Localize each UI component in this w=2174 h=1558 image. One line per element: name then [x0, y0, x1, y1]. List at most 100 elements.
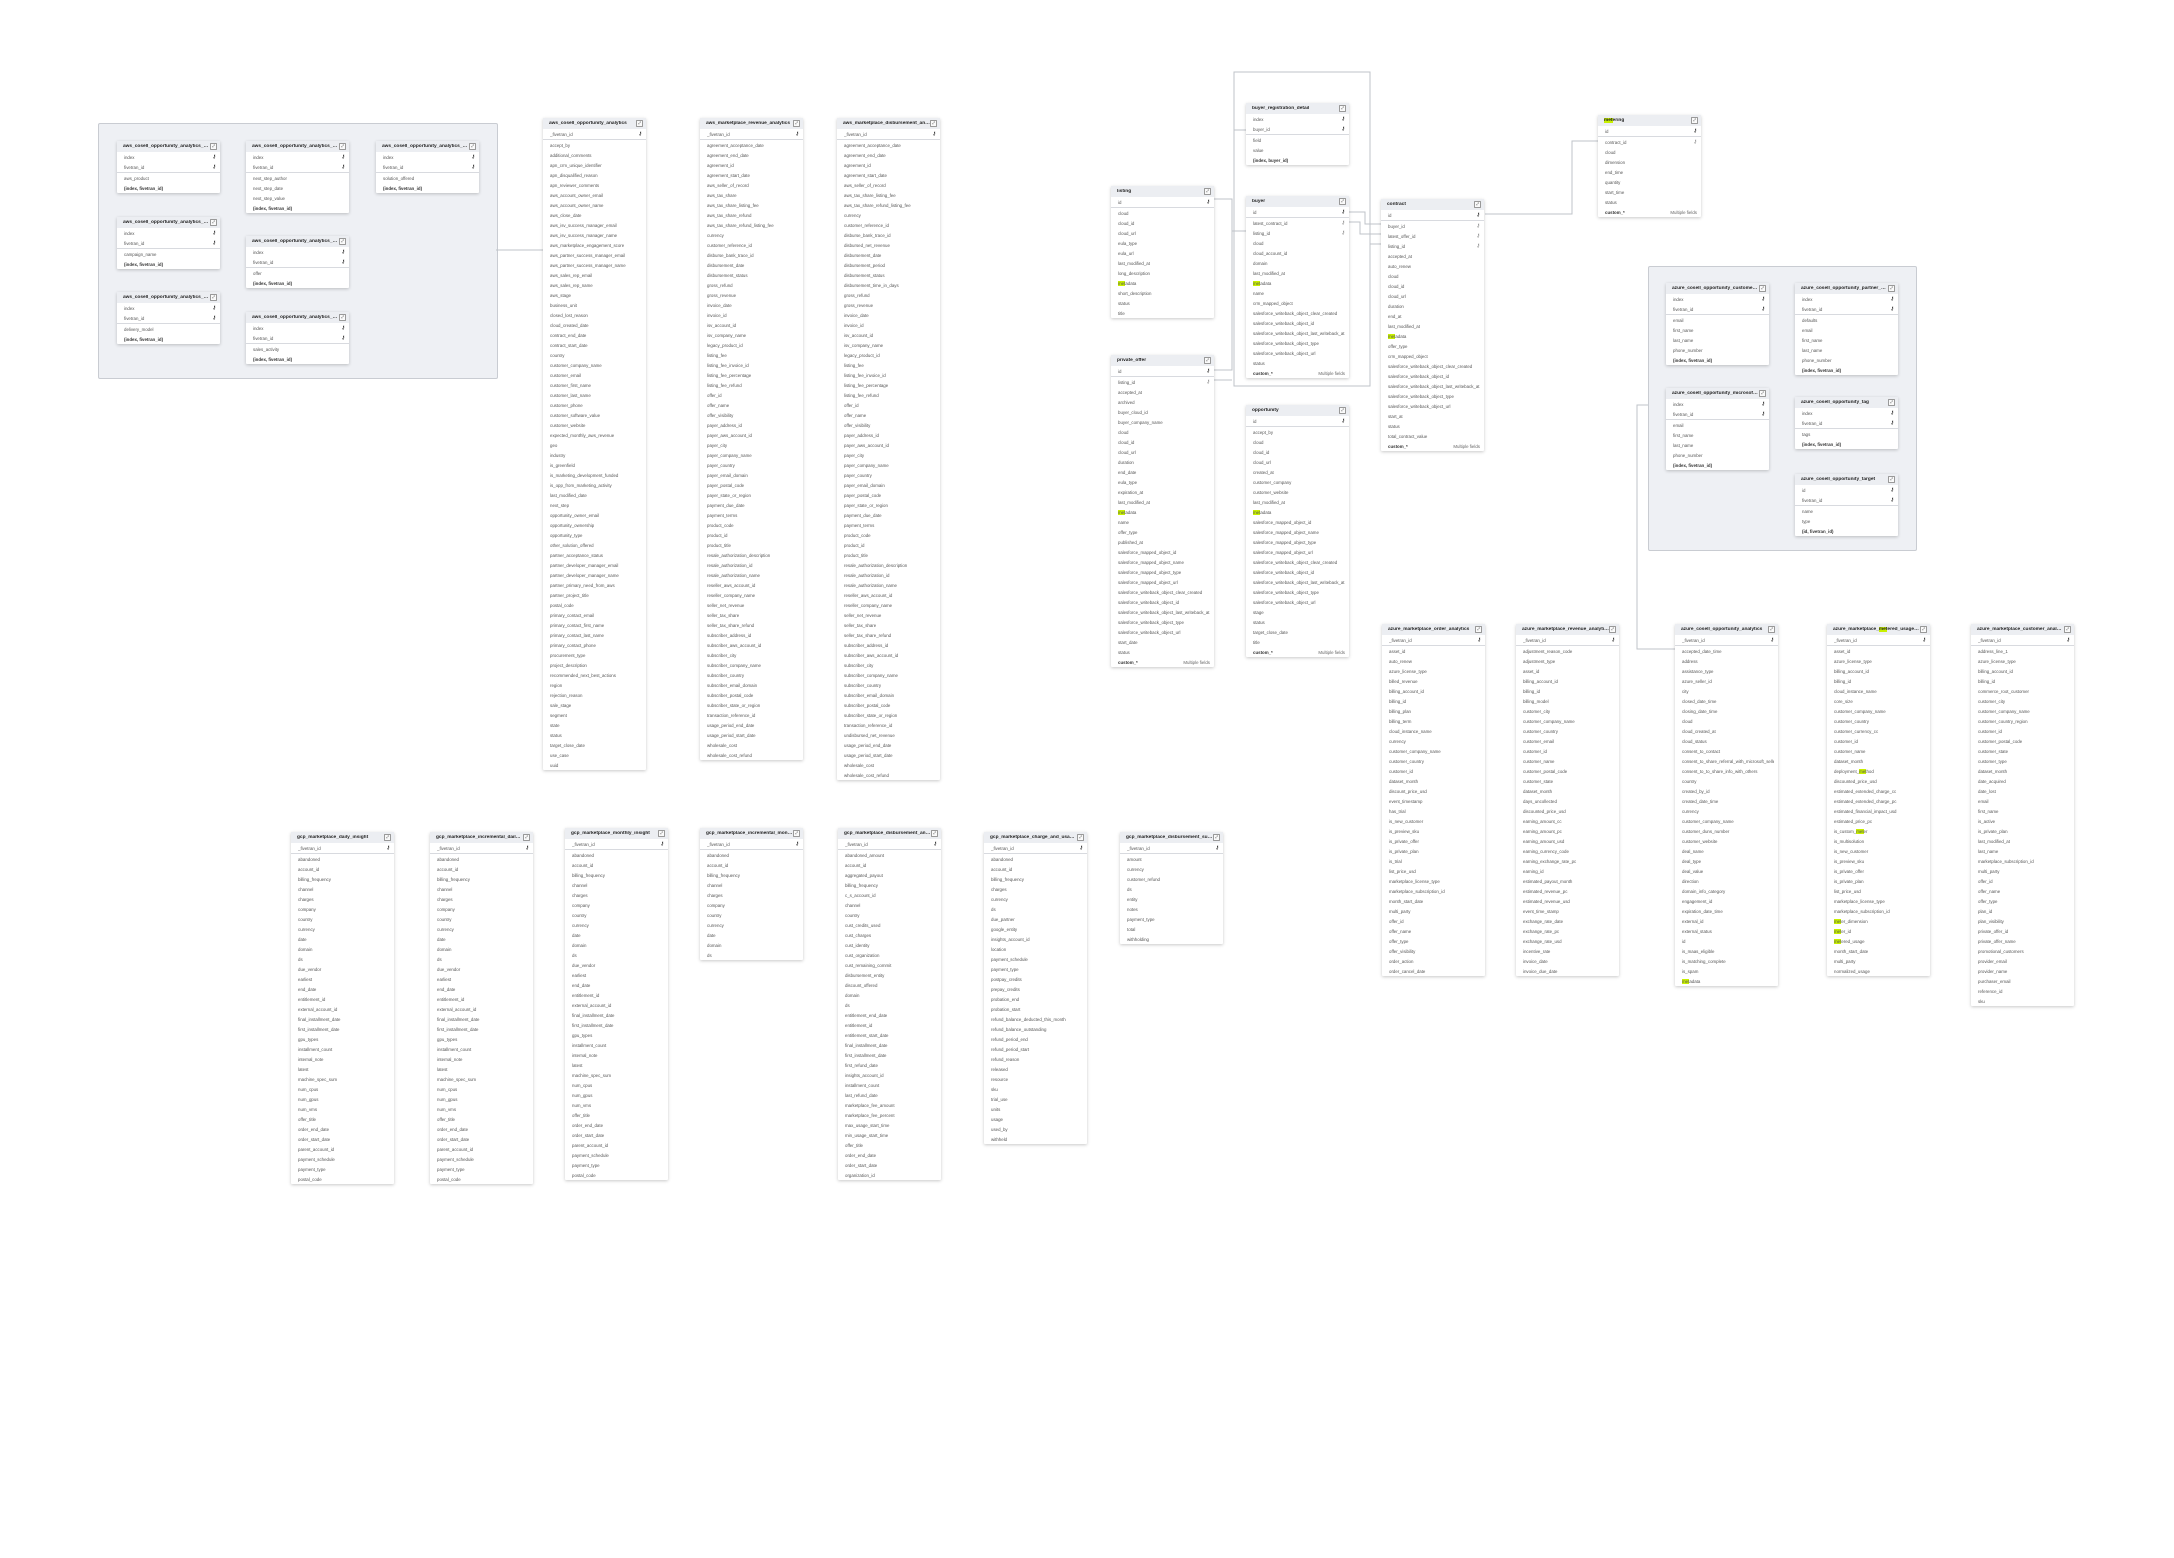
field-row[interactable]: dataset_month — [1971, 766, 2074, 776]
field-row[interactable]: ds — [984, 904, 1087, 914]
field-row[interactable]: is_preview_sku — [1827, 856, 1930, 866]
field-row[interactable]: listing_fee_percentage — [837, 380, 940, 390]
field-row[interactable]: agreement_acceptance_date — [700, 140, 803, 150]
field-row[interactable]: contract_end_date — [543, 330, 646, 340]
field-row[interactable]: marketplace_subscription_id — [1382, 886, 1485, 896]
field-row[interactable]: opportunity_type — [543, 530, 646, 540]
field-row[interactable]: email — [1795, 325, 1898, 335]
field-row[interactable]: subscriber_email_domain — [837, 690, 940, 700]
field-row[interactable]: salesforce_writeback_object_type — [1381, 391, 1484, 401]
field-row[interactable]: units — [984, 1104, 1087, 1114]
expand-icon[interactable]: ⤢ — [1888, 399, 1895, 406]
field-row[interactable]: consent_to_share_referral_with_microsoft… — [1675, 756, 1778, 766]
field-row[interactable]: accepted_at — [1111, 387, 1214, 397]
field-row[interactable]: deal_type — [1675, 856, 1778, 866]
field-row[interactable]: domain_info_category — [1675, 886, 1778, 896]
field-row[interactable]: billing_model — [1516, 696, 1619, 706]
field-row[interactable]: used_by — [984, 1124, 1087, 1134]
field-row[interactable]: exchange_rate_pc — [1516, 926, 1619, 936]
field-row[interactable]: payment_type — [565, 1160, 668, 1170]
field-row[interactable]: duration — [1381, 301, 1484, 311]
field-row[interactable]: dataset_month — [1382, 776, 1485, 786]
field-row[interactable]: month_start_date — [1382, 896, 1485, 906]
field-row[interactable]: num_cpus — [565, 1080, 668, 1090]
field-row[interactable]: project_description — [543, 660, 646, 670]
field-row[interactable]: eula_type — [1111, 238, 1214, 248]
field-row[interactable]: payer_postal_code — [837, 490, 940, 500]
field-row[interactable]: postal_code — [430, 1174, 533, 1184]
field-row[interactable]: asset_id — [1827, 646, 1930, 656]
field-row[interactable]: entity — [1120, 894, 1223, 904]
table-header[interactable]: gcp_marketplace_daily_insight⤢ — [291, 832, 394, 843]
primary-key-row[interactable]: id⚷ — [1111, 366, 1214, 376]
expand-icon[interactable]: ⤢ — [793, 120, 800, 127]
field-row[interactable]: entitlement_end_date — [838, 1010, 941, 1020]
field-row[interactable]: payment_type — [984, 964, 1087, 974]
field-row[interactable]: account_id — [984, 864, 1087, 874]
field-row[interactable]: transaction_reference_id — [837, 720, 940, 730]
primary-key-row[interactable]: id⚷ — [1381, 210, 1484, 220]
field-row[interactable]: seller_tax_share — [837, 620, 940, 630]
field-row[interactable]: field — [1246, 135, 1349, 145]
primary-key-row[interactable]: _fivetran_id⚷ — [700, 129, 803, 139]
field-row[interactable]: invoice_date — [837, 310, 940, 320]
field-row[interactable]: agreement_acceptance_date — [837, 140, 940, 150]
field-row[interactable]: expected_monthly_aws_revenue — [543, 430, 646, 440]
field-row[interactable]: salesforce_mapped_object_type — [1246, 537, 1349, 547]
field-row[interactable]: date — [430, 934, 533, 944]
field-row[interactable]: last_name — [1666, 335, 1769, 345]
field-row[interactable]: legacy_product_id — [837, 350, 940, 360]
field-row[interactable]: order_end_date — [838, 1150, 941, 1160]
field-row[interactable]: phone_number — [1795, 355, 1898, 365]
field-row[interactable]: billing_account_id — [1516, 676, 1619, 686]
field-row[interactable]: cloud — [1246, 437, 1349, 447]
field-row[interactable]: company — [291, 904, 394, 914]
field-row[interactable]: domain — [700, 940, 803, 950]
field-row[interactable]: payment_type — [430, 1164, 533, 1174]
field-row[interactable]: payment_terms — [700, 510, 803, 520]
field-row[interactable]: final_installment_date — [430, 1014, 533, 1024]
field-row[interactable]: c_s_account_id — [838, 890, 941, 900]
field-row[interactable]: last_modified_at — [1381, 321, 1484, 331]
field-row[interactable]: internal_note — [291, 1054, 394, 1064]
field-row[interactable]: gross_refund — [837, 290, 940, 300]
field-row[interactable]: offer_title — [565, 1110, 668, 1120]
field-row[interactable]: withholding — [1120, 934, 1223, 944]
field-row[interactable]: earning_amount_pc — [1516, 826, 1619, 836]
table-header[interactable]: opportunity⤢ — [1246, 405, 1349, 416]
field-row[interactable]: aws_tax_share_refund_listing_fee — [700, 220, 803, 230]
field-row[interactable]: private_offer_name — [1971, 936, 2074, 946]
table-header[interactable]: aws_cosell_opportunity_analytics_aws…⤢ — [117, 141, 220, 152]
field-row[interactable]: salesforce_mapped_object_name — [1246, 527, 1349, 537]
field-row[interactable]: name — [1111, 517, 1214, 527]
field-row[interactable]: agreement_start_date — [700, 170, 803, 180]
field-row[interactable]: offer_id — [837, 400, 940, 410]
field-row[interactable]: last_modified_date — [543, 490, 646, 500]
field-row[interactable]: order_start_date — [430, 1134, 533, 1144]
expand-icon[interactable]: ⤢ — [1920, 626, 1927, 633]
field-row[interactable]: accepted_at — [1381, 251, 1484, 261]
field-row[interactable]: consent_to_to_share_info_with_others — [1675, 766, 1778, 776]
field-row[interactable]: wholesale_cost_refund — [837, 770, 940, 780]
field-row[interactable]: country — [430, 914, 533, 924]
table-header[interactable]: azure_marketplace_revenue_analytics⤢ — [1516, 624, 1619, 635]
field-row[interactable]: estimated_payout_month — [1516, 876, 1619, 886]
field-row[interactable]: core_size — [1827, 696, 1930, 706]
table-header[interactable]: azure_cosell_opportunity_analytics⤢ — [1675, 624, 1778, 635]
field-row[interactable]: refund_period_start — [984, 1044, 1087, 1054]
field-row[interactable]: customer_website — [543, 420, 646, 430]
field-row[interactable]: plan_visibility — [1971, 916, 2074, 926]
expand-icon[interactable]: ⤢ — [1204, 357, 1211, 364]
field-row[interactable]: channel — [430, 884, 533, 894]
table-gcp-marketplace-daily-insight[interactable]: gcp_marketplace_daily_insight⤢_fivetran_… — [291, 832, 394, 1184]
field-row[interactable]: estimated_revenue_usd — [1516, 896, 1619, 906]
field-row[interactable]: disbursement_date — [837, 250, 940, 260]
field-row[interactable]: currency — [565, 920, 668, 930]
field-row[interactable]: sale_stage — [543, 700, 646, 710]
field-row[interactable]: defaults — [1795, 315, 1898, 325]
field-row[interactable]: entitlement_id — [565, 990, 668, 1000]
table-header[interactable]: gcp_marketplace_disbursement_analy…⤢ — [838, 828, 941, 839]
field-row[interactable]: offer_type — [1382, 936, 1485, 946]
field-row[interactable]: cloud_id — [1111, 437, 1214, 447]
field-row[interactable]: is_matching_complete — [1675, 956, 1778, 966]
